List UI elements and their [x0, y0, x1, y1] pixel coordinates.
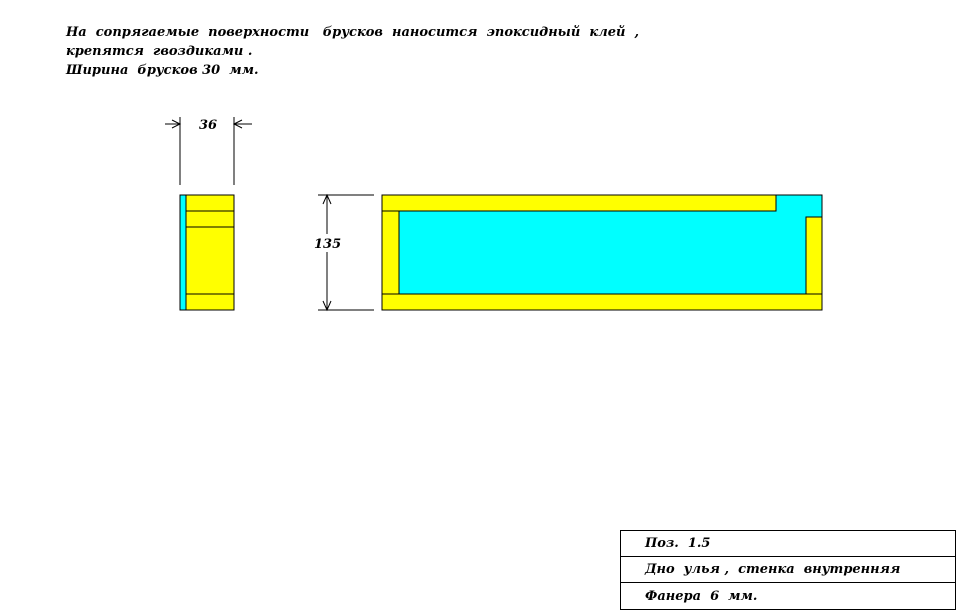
side-view-top-bar [185, 194, 235, 212]
note-line-1: На сопрягаемые поверхности брусков нанос… [66, 25, 640, 40]
height-arrow-bottom [322, 300, 332, 312]
front-view-bottom-bar [381, 293, 823, 311]
width-dimension: 36 [165, 117, 252, 185]
height-label-background [312, 234, 342, 252]
height-dimension: 135 [312, 193, 374, 312]
side-view-middle-bar [185, 210, 235, 295]
front-view-plywood-panel [381, 194, 823, 311]
title-block-material: Фанера 6 мм. [645, 588, 758, 604]
width-dimension-label: 36 [199, 118, 217, 133]
side-view-plywood-strip [179, 194, 187, 311]
height-arrow-top [322, 193, 332, 205]
title-block: Поз. 1.5 Дно улья , стенка внутренняя Фа… [620, 530, 956, 610]
width-arrow-right [232, 119, 243, 129]
height-dimension-label: 135 [314, 237, 341, 252]
note-line-3: Ширина брусков 30 мм. [66, 63, 259, 78]
title-block-name: Дно улья , стенка внутренняя [621, 557, 955, 583]
side-view [179, 194, 235, 311]
front-view [381, 194, 823, 311]
front-view-left-post [381, 210, 400, 295]
assembly-notes: На сопрягаемые поверхности брусков нанос… [66, 23, 639, 80]
title-block-position: Поз. 1.5 [621, 531, 955, 557]
front-view-right-post [805, 216, 823, 295]
width-arrow-left [171, 119, 182, 129]
side-view-bottom-bar [185, 293, 235, 311]
note-line-2: крепятся гвоздиками . [66, 44, 253, 59]
front-view-top-bar [381, 194, 777, 212]
